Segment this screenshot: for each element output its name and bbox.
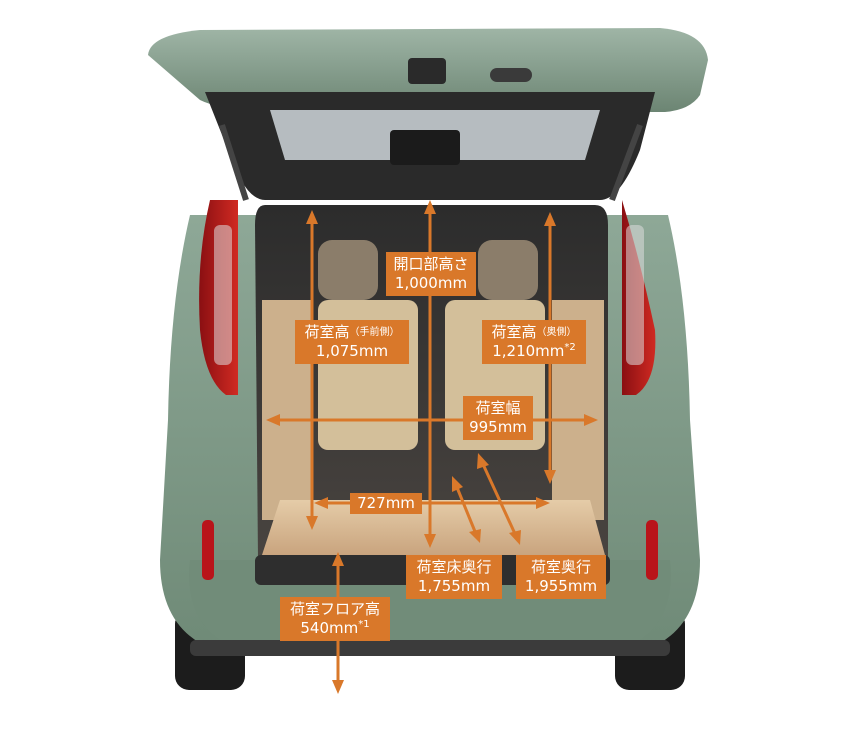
cargo-length-arrow [477,453,521,545]
cargo-length-value: 1,955mm [524,577,598,595]
cargo-height-rear-qualifier: （奥側） [536,327,577,338]
opening-height-value: 1,000mm [394,274,468,292]
cargo-height-front-value: 1,075mm [315,342,389,360]
right-headrest [478,240,538,300]
gate-handle [490,68,532,82]
opening-height-title: 開口部高さ [393,255,469,273]
front-height-arrow [306,210,318,530]
left-lamp-lens [214,225,232,365]
gate-latch [390,130,460,165]
floor-length-value: 1,755mm [417,577,491,595]
inner-width-value: 727mm [357,494,415,512]
floor-length-arrow [452,476,481,543]
cargo-width-arrow [266,414,598,426]
right-gas-strut [609,123,643,202]
left-gas-strut [219,124,249,201]
floor-length-title: 荷室床奥行 [416,558,492,576]
floor-height-title: 荷室フロア高 [289,600,380,618]
floor-height-value: 540mm [300,619,359,637]
gate-hinge [408,58,446,84]
cargo-height-front-title: 荷室高 [304,323,350,341]
cargo-length-label: 荷室奥行 1,955mm [516,555,606,599]
floor-length-label: 荷室床奥行 1,755mm [406,555,502,599]
right-reflector [646,520,658,580]
cargo-height-front-qualifier: （手前側） [349,327,400,338]
cargo-height-rear-label: 荷室高（奥側） 1,210mm*2 [482,320,586,364]
cargo-length-title: 荷室奥行 [530,558,591,576]
cargo-height-front-label: 荷室高（手前側） 1,075mm [295,320,409,364]
cargo-width-value: 995mm [469,418,527,436]
cargo-height-rear-note: *2 [564,342,576,353]
cargo-width-title: 荷室幅 [475,399,521,417]
cargo-width-label: 荷室幅 995mm [463,396,533,440]
floor-height-note: *1 [358,619,370,630]
opening-height-label: 開口部高さ 1,000mm [386,252,476,296]
floor-height-label: 荷室フロア高 540mm*1 [280,597,390,641]
right-lamp-lens [626,225,644,365]
left-headrest [318,240,378,300]
cargo-height-rear-value: 1,210mm [492,342,565,360]
cargo-height-rear-title: 荷室高 [491,323,537,341]
under-body [190,640,670,656]
left-reflector [202,520,214,580]
inner-width-label: 727mm [350,493,422,514]
